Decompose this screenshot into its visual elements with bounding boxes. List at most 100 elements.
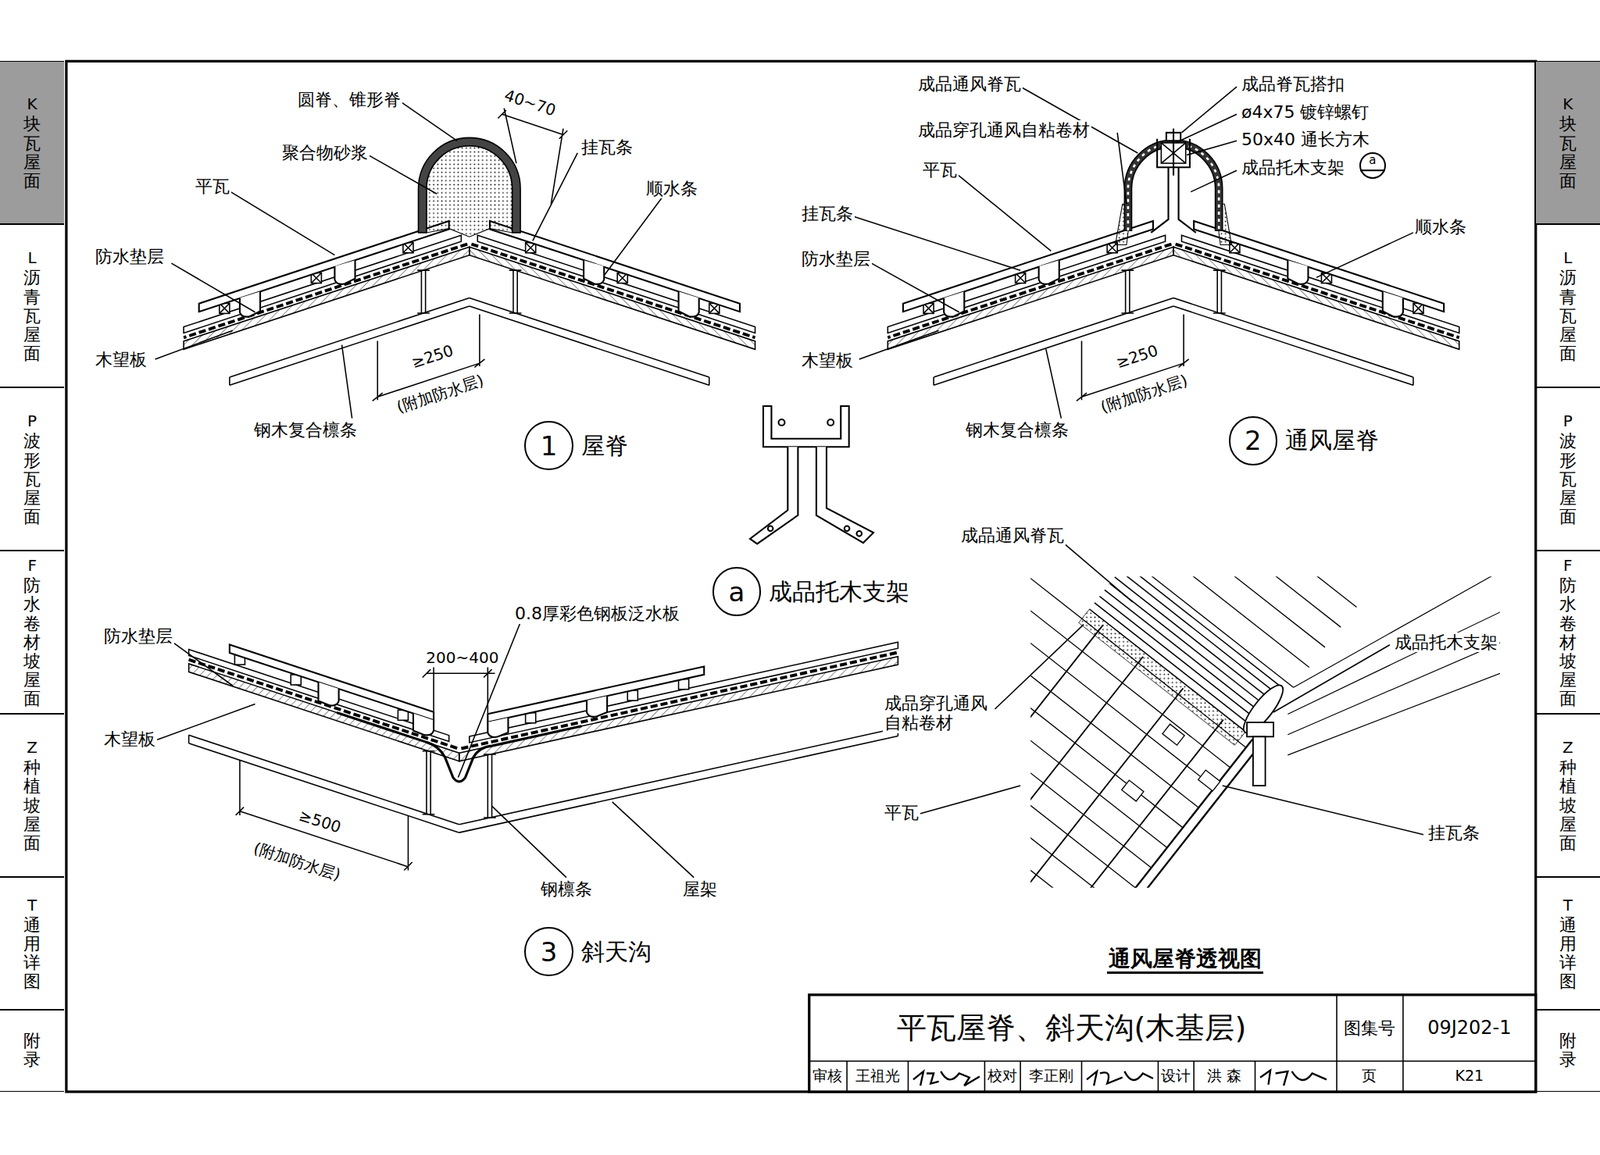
callout-circle: 3斜天沟 [524, 927, 574, 977]
title-cell: 图集号 [1342, 1018, 1397, 1039]
callout-label: 挂瓦条 [1426, 823, 1482, 843]
dimension-text: ≥250 [1112, 340, 1162, 372]
callout-number: a [1368, 154, 1376, 167]
dimension-text: (附加防水层) [249, 839, 344, 886]
chapter-tab: P波形瓦屋面 [1535, 387, 1600, 551]
chapter-tab: 附录 [0, 1010, 65, 1092]
chapter-tab: F防水卷材坡屋面 [1535, 550, 1600, 715]
ridge-perspective [860, 428, 1500, 995]
callout-circle: a [1359, 152, 1386, 179]
dimension-text: 40~70 [500, 85, 560, 121]
title-cell: 李正刚 [1027, 1067, 1075, 1086]
bracket-detail [750, 406, 874, 544]
chapter-tab: K块瓦屋面 [1535, 60, 1600, 225]
tab-title: 块瓦屋面 [1559, 114, 1577, 191]
tab-letter: P [27, 411, 37, 431]
ridge-detail-2 [853, 86, 1460, 419]
chapter-tab: Z种植坡屋面 [0, 714, 65, 878]
chapter-tab: L沥青瓦屋面 [1535, 224, 1600, 388]
callout-label: 挂瓦条 [579, 137, 635, 158]
callout-number: 3 [540, 939, 558, 966]
callout-label: 屋架 [681, 879, 719, 900]
callout-number: 2 [1244, 427, 1262, 454]
callout-label: 顺水条 [644, 178, 700, 199]
callout-label: 0.8厚彩色钢板泛水板 [513, 603, 682, 624]
sheet-frame [66, 60, 1536, 1093]
tab-title: 通用详图 [1559, 916, 1577, 993]
tab-title: 附录 [23, 1032, 41, 1070]
callout-label: 聚合物砂浆 [280, 142, 370, 163]
title-cell: 审核 [810, 1067, 844, 1086]
callout-label: 防水垫层 [93, 246, 166, 267]
callout-number: 1 [540, 432, 558, 460]
valley-detail [157, 622, 898, 879]
drawing-title: 平瓦屋脊、斜天沟(木基层) [896, 1011, 1247, 1047]
title-cell: 王祖光 [853, 1067, 902, 1086]
callout-label: 成品通风脊瓦 [959, 525, 1066, 546]
tab-letter: T [27, 896, 37, 915]
chapter-tab: L沥青瓦屋面 [0, 224, 65, 388]
callout-label: 木望板 [800, 350, 855, 371]
callout-label: 钢檩条 [539, 879, 594, 900]
dimension-text: (附加防水层) [392, 371, 488, 418]
chapter-tab: F防水卷材坡屋面 [0, 550, 65, 715]
tab-title: 防水卷材坡屋面 [1559, 576, 1577, 709]
callout-label: 顺水条 [1413, 217, 1468, 237]
tab-title: 通用详图 [23, 916, 41, 993]
chapter-tab: K块瓦屋面 [0, 60, 65, 225]
callout-label: 成品穿孔通风自粘卷材 [916, 120, 1092, 140]
callout-label: 木望板 [93, 350, 149, 370]
tab-title: 沥青瓦屋面 [1559, 268, 1577, 364]
callout-label: 成品通风脊瓦 [916, 74, 1023, 94]
callout-label: 成品托木支架 [1239, 157, 1347, 178]
title-cell: 页 [1360, 1067, 1379, 1086]
callout-label: ø4x75 镀锌螺钉 [1239, 102, 1371, 122]
tab-letter: L [1563, 248, 1572, 268]
tab-title: 种植坡屋面 [23, 758, 41, 854]
tab-letter: Z [26, 738, 38, 758]
tab-letter: P [1563, 411, 1573, 431]
callout-label: 成品穿孔通风 自粘卷材 [882, 693, 995, 734]
tab-title: 波形瓦屋面 [1559, 432, 1577, 527]
chapter-tab: 附录 [1535, 1010, 1600, 1092]
callout-label: 防水垫层 [800, 249, 872, 269]
callout-circle: a成品托木支架 [712, 567, 762, 617]
callout-label: 圆脊、锥形脊 [296, 89, 403, 110]
callout-label: 平瓦 [193, 176, 232, 197]
callout-label: 木望板 [102, 729, 158, 750]
callout-number: a [728, 578, 746, 606]
detail-title: 成品托木支架 [768, 578, 910, 606]
callout-circle: 1屋脊 [524, 421, 574, 471]
callout-label: 挂瓦条 [800, 203, 855, 224]
tab-title: 种植坡屋面 [1559, 758, 1577, 854]
dimension-text: 200~400 [424, 649, 500, 668]
detail-title: 斜天沟 [581, 938, 652, 966]
detail-title: 屋脊 [581, 432, 629, 461]
title-cell: 洪 森 [1205, 1067, 1243, 1086]
callout-label: 成品托木支架 [1392, 632, 1500, 653]
callout-label: 钢木复合檩条 [252, 420, 359, 440]
tab-title: 块瓦屋面 [23, 114, 41, 191]
chapter-tab: P波形瓦屋面 [0, 387, 65, 551]
title-cell: 设计 [1159, 1067, 1193, 1086]
callout-label: 成品脊瓦搭扣 [1239, 74, 1347, 94]
tab-title: 附录 [1559, 1032, 1577, 1070]
callout-label: 钢木复合檩条 [964, 420, 1071, 440]
callout-label: 平瓦 [921, 160, 959, 180]
tab-letter: Z [1562, 738, 1574, 758]
ridge-detail-1 [155, 102, 756, 419]
title-cell: 09J202-1 [1425, 1017, 1513, 1040]
chapter-tab: Z种植坡屋面 [1535, 714, 1600, 878]
tab-title: 沥青瓦屋面 [23, 268, 41, 364]
view-caption: 通风屋脊透视图 [1107, 946, 1264, 975]
tab-letter: K [1562, 94, 1573, 114]
detail-title: 通风屋脊 [1285, 427, 1379, 455]
tab-title: 防水卷材坡屋面 [23, 576, 41, 709]
chapter-tab: T通用详图 [1535, 877, 1600, 1011]
tab-letter: K [27, 94, 38, 114]
title-cell: K21 [1453, 1067, 1486, 1086]
dimension-text: ≥250 [407, 340, 458, 372]
tab-letter: F [27, 556, 37, 575]
tab-title: 波形瓦屋面 [23, 432, 41, 527]
